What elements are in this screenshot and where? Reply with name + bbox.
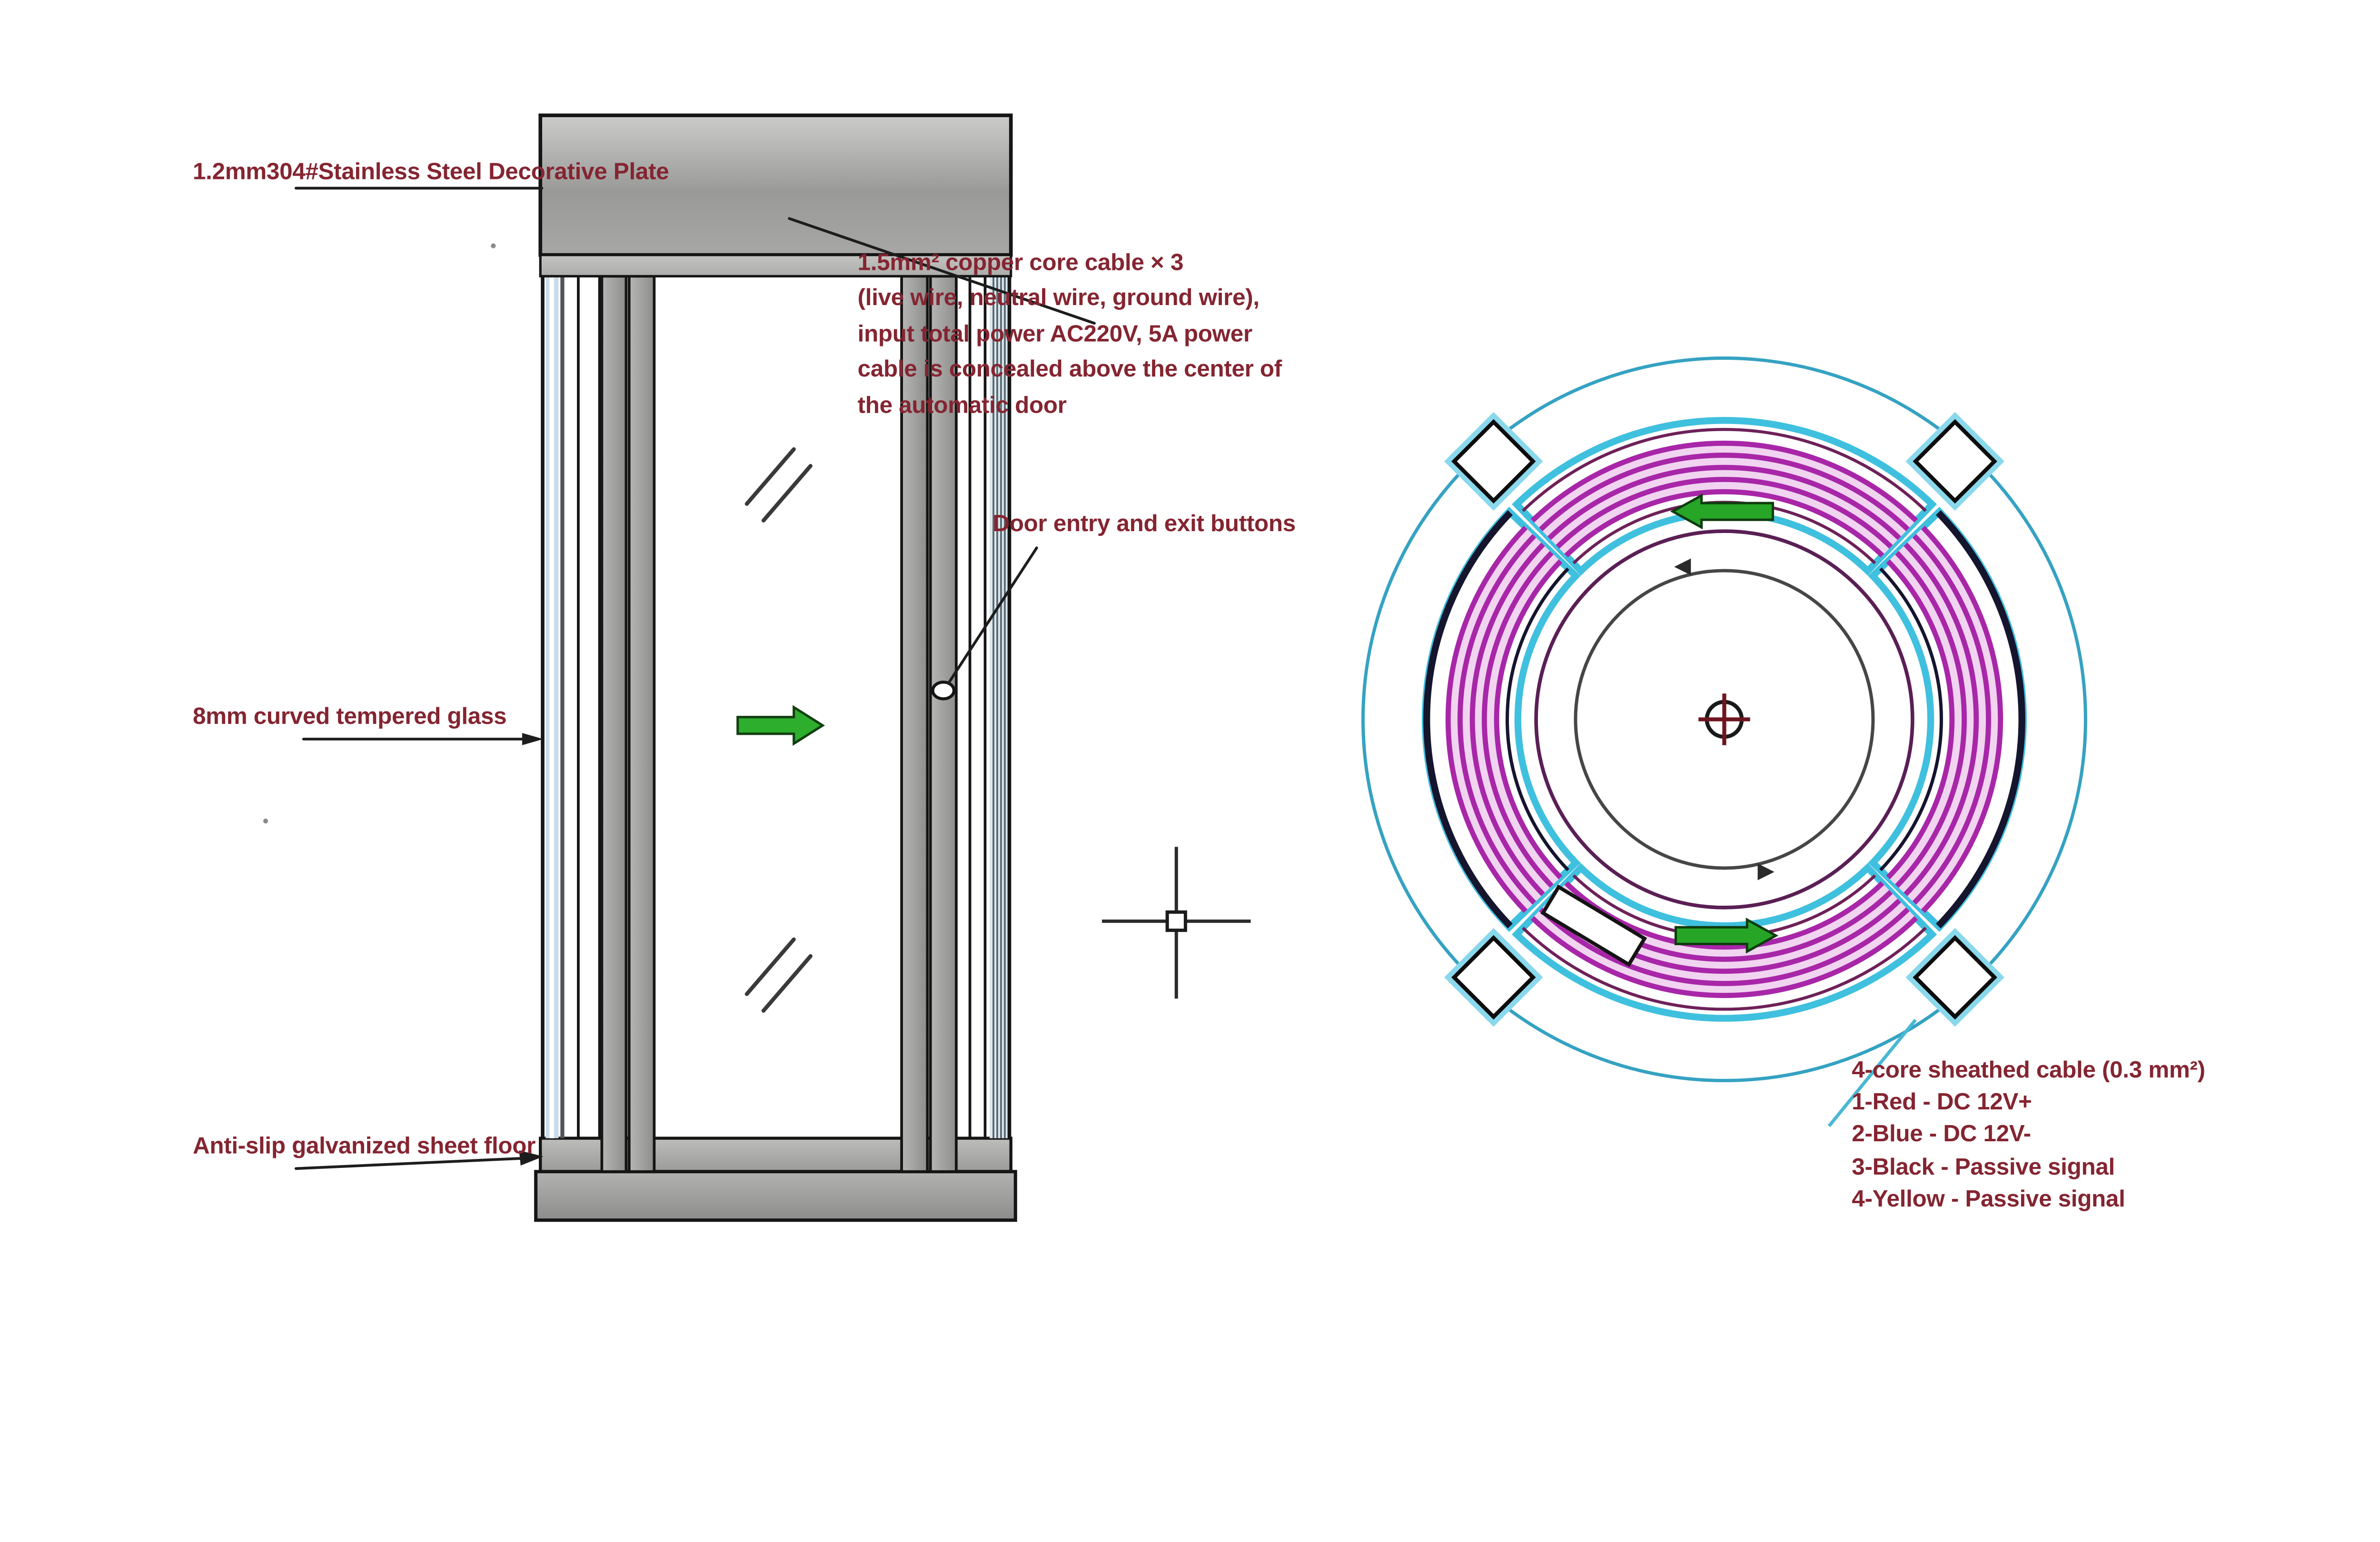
- label-cable-note-line: 4-core sheathed cable (0.3 mm²): [1852, 1057, 2205, 1083]
- column-diamond: [1905, 928, 2004, 1027]
- label-power-cable-line: (live wire, neutral wire, ground wire),: [858, 284, 1259, 310]
- label-entry-exit-buttons: Door entry and exit buttons: [992, 510, 1295, 536]
- support-columns: [1444, 412, 2004, 1027]
- pickbox[interactable]: [1165, 910, 1187, 932]
- plot-speck: [263, 819, 268, 824]
- label-cable-note-line: 2-Blue - DC 12V-: [1852, 1120, 2031, 1147]
- right-glass-strips: [968, 276, 1012, 1138]
- button-leader: [947, 546, 1038, 684]
- label-power-cable-line: the automatic door: [858, 392, 1067, 418]
- label-cable-note-line: 4-Yellow - Passive signal: [1852, 1186, 2125, 1212]
- floor-leader: [294, 1156, 533, 1170]
- left-glass-strips: [541, 276, 601, 1138]
- label-power-cable: 1.5mm² copper core cable × 3 (live wire,…: [858, 249, 1282, 418]
- label-power-cable-line: 1.5mm² copper core cable × 3: [858, 249, 1183, 276]
- base-plinth: [534, 1170, 1017, 1222]
- label-cable-note: 4-core sheathed cable (0.3 mm²) 1-Red - …: [1852, 1057, 2205, 1212]
- power-cable-leader: [788, 217, 1096, 325]
- column-diamond: [1444, 928, 1543, 1027]
- band-top-stripes: [1522, 428, 1927, 564]
- center-axis-target-icon: [1698, 693, 1750, 745]
- rotation-arrowhead-icon: [1674, 558, 1691, 575]
- rotation-arrowhead-icon: [1757, 863, 1775, 880]
- cad-drawing: 1.2mm304#Stainless Steel Decorative Plat…: [192, 113, 2206, 1222]
- column: [627, 275, 656, 1173]
- label-power-cable-line: input total power AC220V, 5A power: [858, 320, 1252, 346]
- outer-canopy-circle: [1361, 356, 2087, 1082]
- label-floor: Anti-slip galvanized sheet floor: [193, 1132, 536, 1158]
- glass-hatch-marks: [744, 447, 813, 1013]
- floor-leader-arrowhead-icon: [519, 1150, 544, 1166]
- label-power-cable-line: cable is concealed above the center of: [858, 356, 1282, 382]
- label-tempered-glass: 8mm curved tempered glass: [193, 703, 506, 729]
- column: [600, 275, 628, 1173]
- plan-view: 4-core sheathed cable (0.3 mm²) 1-Red - …: [1361, 356, 2205, 1212]
- cable-note-leader: [1827, 1018, 1917, 1127]
- cad-crosshair-cursor[interactable]: [1102, 847, 1251, 999]
- drawing-canvas: 1.2mm304#Stainless Steel Decorative Plat…: [192, 113, 2206, 1222]
- door-leaf: [1540, 884, 1647, 967]
- elevation-view: 1.2mm304#Stainless Steel Decorative Plat…: [193, 113, 1296, 1222]
- label-decorative-plate: 1.2mm304#Stainless Steel Decorative Plat…: [193, 158, 669, 184]
- plot-speck: [491, 243, 496, 248]
- header-sub-band: [539, 254, 1012, 277]
- entry-exit-button[interactable]: [931, 681, 956, 701]
- label-cable-note-line: 3-Black - Passive signal: [1852, 1154, 2115, 1180]
- column-diamond: [1905, 412, 2004, 511]
- rotation-arrow-left-icon: [1670, 493, 1775, 530]
- stainless-header-panel: [538, 113, 1013, 257]
- door-direction-arrow-icon: [736, 705, 825, 746]
- inner-track-circle: [1534, 529, 1914, 909]
- band-top: [1512, 417, 1937, 576]
- band-right-stripes: [1879, 510, 2025, 929]
- label-cable-note-line: 1-Red - DC 12V+: [1852, 1088, 2032, 1115]
- annotation-leaders: [294, 187, 1096, 1170]
- band-left-stripes: [1423, 510, 1569, 929]
- rotation-arrow-right-icon: [1674, 918, 1779, 954]
- column-diamond: [1444, 412, 1543, 511]
- glass-leader-arrowhead-icon: [522, 733, 544, 745]
- door-wing-circle: [1574, 569, 1875, 870]
